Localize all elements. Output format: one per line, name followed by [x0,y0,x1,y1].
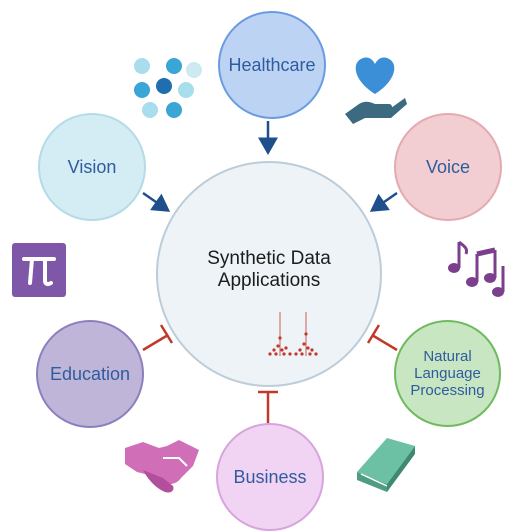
arrow-voice [369,191,398,212]
node-nlp-label: Natural Language Processing [410,347,485,400]
handshake-icon [125,440,199,493]
heart-in-hand-icon [345,57,407,124]
node-vision-label: Vision [67,156,117,177]
scatter-spectrum-icon [268,312,318,356]
node-nlp: Natural Language Processing [394,320,501,427]
node-education-label: Education [49,363,131,384]
node-healthcare-label: Healthcare [228,54,316,75]
pi-icon [12,243,66,297]
molecule-dots-icon [134,58,202,118]
node-business-label: Business [233,466,307,487]
center-title: Synthetic Data Applications [207,248,331,291]
node-voice-label: Voice [425,156,471,177]
node-vision: Vision [38,113,146,221]
inhibit-nlp [366,324,398,352]
arrow-vision [142,191,171,212]
node-healthcare: Healthcare [218,11,326,119]
node-education: Education [36,320,144,428]
book-icon [357,438,415,492]
node-voice: Voice [394,113,502,221]
node-center: Synthetic Data Applications [156,161,382,387]
music-notes-icon [448,240,505,297]
inhibit-education [142,324,174,352]
inhibit-business [258,390,278,423]
node-business: Business [216,423,324,531]
